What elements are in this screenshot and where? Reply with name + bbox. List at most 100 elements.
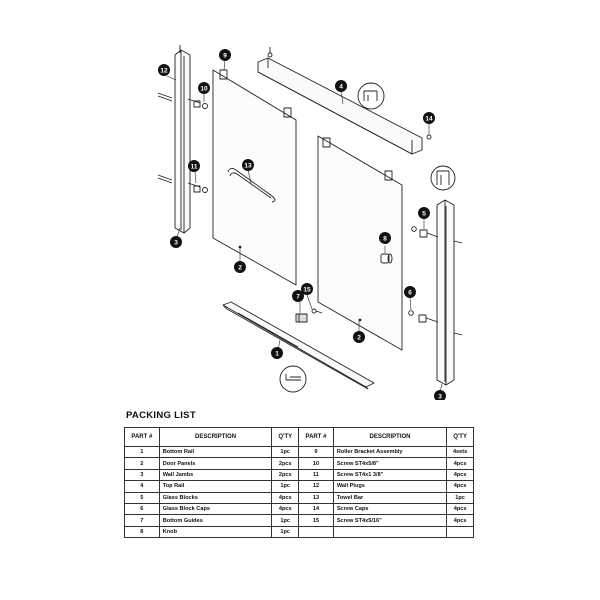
callout-4: 4 [335, 80, 347, 92]
part-description: Bottom Rail [158, 445, 273, 459]
part-qty: 4pcs [446, 468, 474, 482]
part-number: 5 [124, 491, 160, 504]
header-part-right: PART # [298, 427, 334, 447]
callout-5: 5 [418, 207, 430, 219]
part-description: Bottom Guides [158, 514, 273, 527]
header-description-left: DESCRIPTION [158, 427, 273, 447]
svg-text:2: 2 [357, 334, 361, 341]
callout-11: 11 [188, 160, 200, 172]
part-description: Knob [158, 525, 273, 539]
table-row: 5 Glass Blocks 4pcs 13 Towel Bar 1pc [124, 491, 474, 504]
part-number: 9 [298, 445, 334, 459]
svg-text:3: 3 [174, 239, 178, 246]
part-number: 2 [124, 457, 160, 470]
right-door-panel [317, 135, 403, 351]
part-number: 13 [298, 491, 334, 504]
part-description [332, 525, 448, 539]
part-qty: 1pc [446, 491, 474, 504]
callout-14: 14 [423, 112, 435, 124]
part-qty: 4pcs [271, 491, 300, 504]
part-number [298, 525, 334, 539]
svg-text:3: 3 [438, 393, 442, 400]
part-qty: 1pc [271, 480, 300, 493]
svg-text:9: 9 [223, 52, 227, 59]
part-qty: 4pcs [446, 502, 474, 516]
bottom-guide [295, 308, 323, 323]
table-row: 4 Top Rail 1pc 12 Wall Plugs 4pcs [124, 480, 474, 493]
table-row: 1 Bottom Rail 1pc 9 Roller Bracket Assem… [124, 445, 474, 459]
header-qty-right: Q'TY [446, 427, 474, 447]
table-row: 6 Glass Block Caps 4pcs 14 Screw Caps 4p… [124, 502, 474, 516]
part-description: Glass Block Caps [158, 502, 273, 516]
table-row: 2 Door Panels 2pcs 10 Screw ST4x5/8" 4pc… [124, 457, 474, 470]
svg-text:7: 7 [296, 293, 300, 300]
right-wall-jamb [436, 199, 455, 386]
header-description-right: DESCRIPTION [332, 427, 448, 447]
part-number: 14 [298, 502, 334, 516]
svg-text:5: 5 [422, 210, 426, 217]
bottom-rail [222, 301, 375, 390]
part-qty: 2pcs [271, 457, 300, 470]
table-row: 3 Wall Jambs 2pcs 11 Screw ST4x1 3/8" 4p… [124, 468, 474, 482]
part-description: Glass Blocks [158, 491, 273, 504]
table-header-row: PART # DESCRIPTION Q'TY PART # DESCRIPTI… [124, 427, 474, 447]
part-description: Top Rail [158, 480, 273, 493]
header-part-left: PART # [124, 427, 160, 447]
part-description: Screw Caps [332, 502, 448, 516]
callout-3-left: 3 [170, 236, 182, 248]
left-jamb-screws [157, 92, 208, 193]
callout-6: 6 [404, 286, 416, 298]
part-qty: 1pc [271, 445, 300, 459]
svg-text:12: 12 [160, 67, 168, 74]
table-row: 7 Bottom Guides 1pc 15 Screw ST4x5/16" 4… [124, 514, 474, 527]
exploded-assembly-diagram: 12 9 10 4 14 13 11 2 3 5 8 6 7 15 2 1 3 [157, 45, 463, 400]
svg-text:10: 10 [200, 85, 208, 92]
right-jamb-screws [408, 226, 463, 336]
part-number: 10 [298, 457, 334, 470]
part-qty: 2pcs [271, 468, 300, 482]
callout-12: 12 [158, 64, 170, 76]
svg-text:11: 11 [191, 163, 198, 170]
part-qty: 4pcs [446, 457, 474, 470]
callout-7: 7 [292, 290, 304, 302]
part-number: 12 [298, 480, 334, 493]
header-qty-left: Q'TY [271, 427, 300, 447]
part-number: 4 [124, 480, 160, 493]
part-description: Door Panels [158, 457, 273, 470]
callout-3-right: 3 [434, 390, 446, 400]
part-qty [446, 525, 474, 539]
part-number: 8 [124, 525, 160, 539]
callout-8: 8 [379, 232, 391, 244]
part-qty: 1pc [271, 514, 300, 527]
svg-text:13: 13 [244, 162, 252, 169]
top-rail-profile-detail [357, 82, 385, 110]
svg-text:8: 8 [383, 235, 387, 242]
part-description: Screw ST4x5/16" [332, 514, 448, 527]
bottom-rail-profile-detail [279, 365, 307, 393]
callout-10: 10 [198, 82, 210, 94]
callout-15: 15 [301, 283, 313, 295]
packing-list-table: PART # DESCRIPTION Q'TY PART # DESCRIPTI… [124, 427, 474, 539]
part-number: 1 [124, 445, 160, 459]
part-qty: 4pcs [271, 502, 300, 516]
part-qty: 4pcs [446, 480, 474, 493]
svg-text:2: 2 [238, 264, 242, 271]
svg-text:15: 15 [303, 286, 311, 293]
callout-1: 1 [271, 347, 283, 359]
svg-text:6: 6 [408, 289, 412, 296]
part-description: Wall Jambs [158, 468, 273, 482]
part-number: 6 [124, 502, 160, 516]
packing-list-title: PACKING LIST [126, 410, 196, 421]
svg-text:14: 14 [425, 115, 433, 122]
left-wall-jamb [174, 45, 191, 234]
part-number: 7 [124, 514, 160, 527]
part-qty: 1pc [271, 525, 300, 539]
svg-text:4: 4 [339, 83, 343, 90]
part-description: Screw ST4x5/8" [332, 457, 448, 470]
callout-13: 13 [242, 159, 254, 171]
part-description: Wall Plugs [332, 480, 448, 493]
svg-text:1: 1 [275, 350, 279, 357]
part-description: Roller Bracket Assembly [332, 445, 448, 459]
part-number: 11 [298, 468, 334, 482]
left-door-panel [212, 69, 297, 286]
